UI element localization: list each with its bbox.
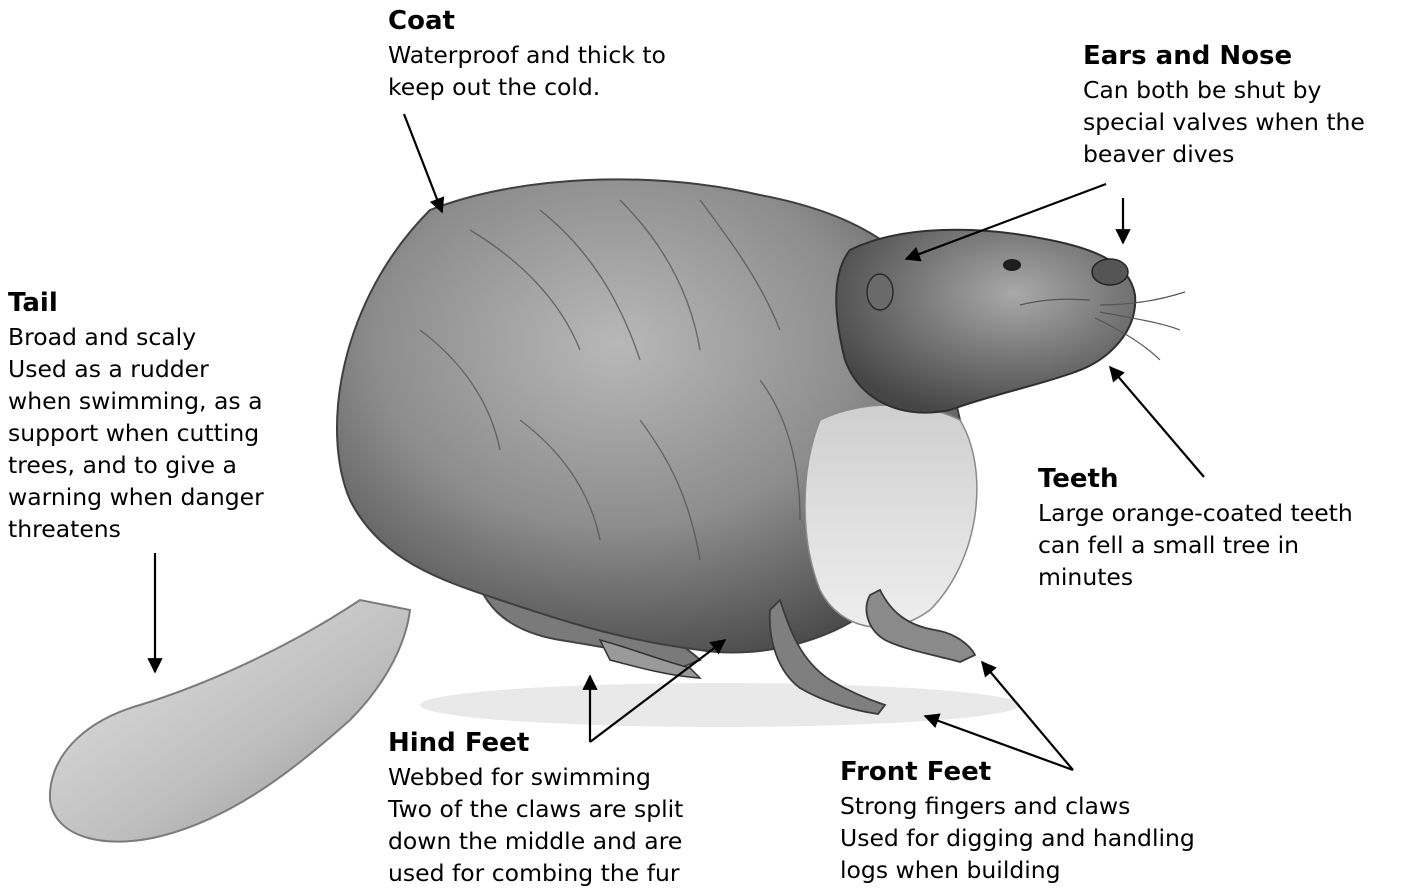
label-hind-feet-line: down the middle and are bbox=[388, 825, 683, 857]
label-tail-line: support when cutting bbox=[8, 417, 264, 449]
label-hind-feet-title: Hind Feet bbox=[388, 728, 683, 758]
label-coat-title: Coat bbox=[388, 6, 666, 36]
label-ears-nose: Ears and Nose Can both be shut by specia… bbox=[1083, 41, 1365, 170]
label-tail-line: trees, and to give a bbox=[8, 449, 264, 481]
label-front-feet-line: Used for digging and handling bbox=[840, 822, 1195, 854]
label-teeth-line: Large orange-coated teeth bbox=[1038, 497, 1353, 529]
label-front-feet-title: Front Feet bbox=[840, 757, 1195, 787]
label-teeth-line: minutes bbox=[1038, 561, 1353, 593]
label-tail-line: Used as a rudder bbox=[8, 353, 264, 385]
label-hind-feet-line: Two of the claws are split bbox=[388, 793, 683, 825]
ground-shadow bbox=[420, 683, 1020, 727]
beaver-head bbox=[836, 230, 1135, 413]
label-tail-line: threatens bbox=[8, 513, 264, 545]
label-ears-nose-line: beaver dives bbox=[1083, 138, 1365, 170]
label-ears-nose-line: special valves when the bbox=[1083, 106, 1365, 138]
label-tail-line: warning when danger bbox=[8, 481, 264, 513]
beaver-chest bbox=[805, 405, 977, 627]
beaver-eye bbox=[1003, 259, 1021, 271]
beaver-nose bbox=[1092, 259, 1128, 285]
label-ears-nose-title: Ears and Nose bbox=[1083, 41, 1365, 71]
label-front-feet-line: Strong fingers and claws bbox=[840, 790, 1195, 822]
label-tail: Tail Broad and scaly Used as a rudder wh… bbox=[8, 288, 264, 545]
beaver-tail bbox=[50, 600, 410, 842]
arrow-coat bbox=[404, 114, 442, 212]
label-coat-line: Waterproof and thick to bbox=[388, 39, 666, 71]
label-teeth-title: Teeth bbox=[1038, 464, 1353, 494]
label-teeth: Teeth Large orange-coated teeth can fell… bbox=[1038, 464, 1353, 593]
label-hind-feet-line: Webbed for swimming bbox=[388, 761, 683, 793]
label-coat-line: keep out the cold. bbox=[388, 71, 666, 103]
label-tail-title: Tail bbox=[8, 288, 264, 318]
label-tail-line: when swimming, as a bbox=[8, 385, 264, 417]
label-front-feet-line: logs when building bbox=[840, 854, 1195, 886]
label-front-feet: Front Feet Strong fingers and claws Used… bbox=[840, 757, 1195, 886]
label-teeth-line: can fell a small tree in bbox=[1038, 529, 1353, 561]
arrow-teeth bbox=[1110, 367, 1204, 477]
label-hind-feet: Hind Feet Webbed for swimming Two of the… bbox=[388, 728, 683, 889]
label-ears-nose-line: Can both be shut by bbox=[1083, 74, 1365, 106]
label-coat: Coat Waterproof and thick to keep out th… bbox=[388, 6, 666, 103]
label-tail-line: Broad and scaly bbox=[8, 321, 264, 353]
label-hind-feet-line: used for combing the fur bbox=[388, 857, 683, 889]
beaver-ear bbox=[867, 274, 893, 310]
